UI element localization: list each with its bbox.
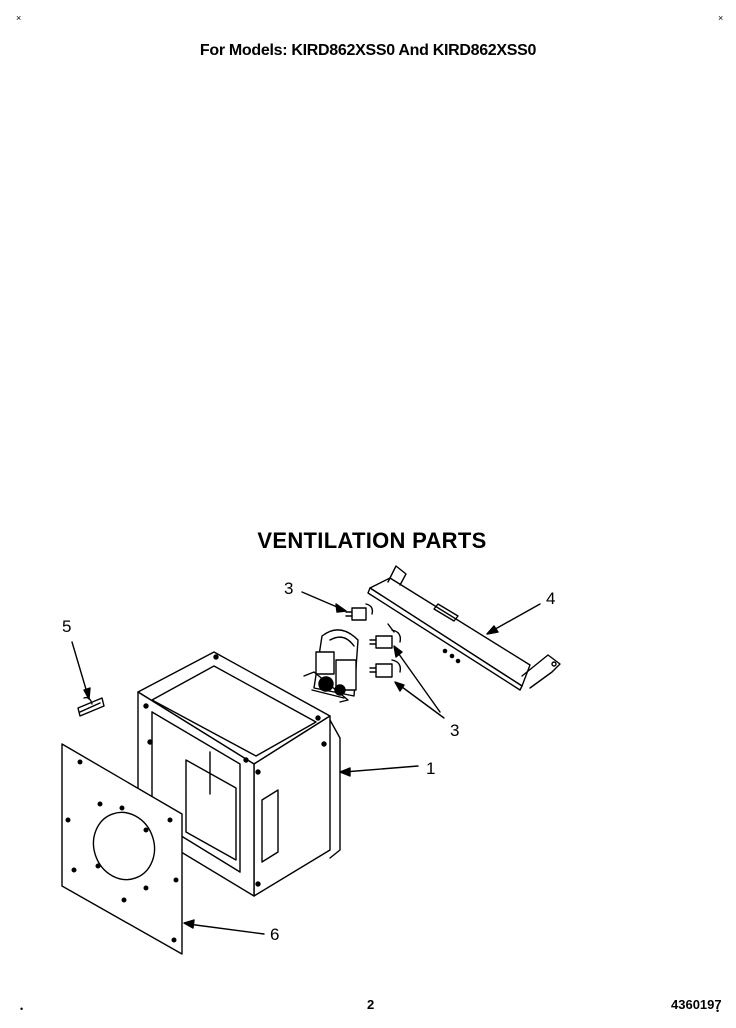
gasket-plate-part-6 <box>61 743 183 955</box>
switch-part-3 <box>345 603 374 621</box>
callout-5: 5 <box>62 617 72 636</box>
callout-4: 4 <box>546 589 556 608</box>
clip-part-5 <box>77 696 105 717</box>
switch-part-3 <box>369 629 402 649</box>
registration-mark-top-right: × <box>718 13 724 23</box>
switch-part-3 <box>369 659 402 678</box>
callout-6: 6 <box>270 925 280 944</box>
registration-mark-bottom-right: • <box>716 1006 720 1016</box>
vent-housing-part-1 <box>137 651 341 897</box>
registration-mark-bottom-left: • <box>20 1004 24 1014</box>
section-title: VENTILATION PARTS <box>257 528 487 553</box>
callout-3: 3 <box>284 579 294 598</box>
page-number: 2 <box>367 997 375 1012</box>
leader-lines <box>71 591 541 935</box>
document-number: 4360197 <box>671 997 722 1012</box>
mounting-bracket-part-4 <box>367 565 561 691</box>
callout-1: 1 <box>426 759 436 778</box>
damper-motor-assembly <box>303 629 359 703</box>
callout-3: 3 <box>450 721 460 740</box>
registration-mark-top-left: × <box>16 13 22 23</box>
page-header: For Models: KIRD862XSS0 And KIRD862XSS0 <box>199 42 537 59</box>
